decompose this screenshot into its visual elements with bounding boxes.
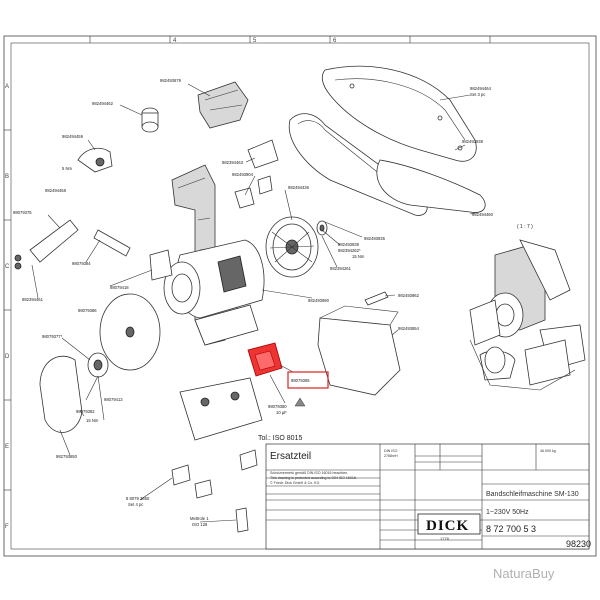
- tb-voltage: 1~230V 50Hz: [486, 509, 529, 516]
- label-982493935: 982493935: [364, 236, 386, 241]
- grid-row-c: C: [5, 264, 10, 270]
- eye-shield: [77, 147, 113, 173]
- label-98079380: 98079380: [268, 404, 287, 409]
- tb-drawing-number-short: 98230: [566, 539, 591, 549]
- label-15nm-b: 15 Nm: [86, 418, 99, 423]
- triangle-marker: [294, 397, 306, 407]
- belt-guard-edge: [334, 78, 466, 141]
- label-982494462: 982494462: [92, 101, 114, 106]
- part-labels: 982493679 982494462 982494464 Set 3 pc 9…: [13, 78, 494, 527]
- dust-tray: [317, 317, 401, 396]
- label-98079382: 98079382: [76, 409, 95, 414]
- label-8079365: 8 8079 3650: [126, 496, 150, 501]
- label-982394461: 982394461: [22, 297, 44, 302]
- label-982494458: 982494458: [45, 188, 67, 193]
- wheel-guard-cover: [39, 355, 83, 433]
- grid-row-b: B: [5, 174, 9, 180]
- grid-ticks: [4, 36, 491, 491]
- label-98079386: 98079386: [78, 308, 97, 313]
- label-982494460: 982494460: [472, 212, 494, 217]
- belt-guard-cover: [321, 65, 477, 162]
- tb-mass: 46.000 kg: [540, 449, 556, 453]
- label-982494464: 982494464: [470, 86, 492, 91]
- label-982394463: 982394463: [222, 160, 244, 165]
- exploded-view: [14, 65, 586, 533]
- label-982493854: 982493854: [398, 326, 420, 331]
- tb-note-2: This drawing is protected according to D…: [270, 476, 357, 480]
- leader-lines: [31, 83, 481, 523]
- grid-col-4: 4: [173, 38, 177, 44]
- label-mettrole: Mettrole 1: [190, 516, 209, 521]
- pin-rod: [364, 291, 389, 306]
- tb-note-3: © Friedr. Dick GmbH & Co. KG: [270, 481, 320, 485]
- cylinder-part: [141, 121, 159, 133]
- label-982494459: 982494459: [62, 134, 84, 139]
- label-982493939: 982493939: [338, 242, 360, 247]
- label-iso128: ISO 128: [192, 522, 208, 527]
- tb-machine-name: Bandschleifmaschine SM-130: [486, 491, 579, 498]
- label-98079375: 98079375: [13, 210, 32, 215]
- brand-logo: [417, 513, 481, 535]
- tb-drawing-number: 8 72 700 5 3: [486, 524, 536, 534]
- grid-row-a: A: [5, 84, 9, 90]
- idler-housing: [197, 81, 249, 129]
- spark-rod: [93, 229, 131, 257]
- tb-din-val: 2768mH: [384, 454, 398, 458]
- label-982493990: 982493990: [308, 298, 330, 303]
- mettrole-tool: [235, 507, 249, 533]
- grid-row-f: F: [5, 524, 9, 530]
- belt-arm-plate: [376, 159, 486, 213]
- label-set3: Set 3 pc: [470, 92, 485, 97]
- label-982394262: 982394262*: [338, 248, 361, 253]
- label-982494436: 982494436: [288, 185, 310, 190]
- grid-col-6: 6: [333, 38, 337, 44]
- label-98079418: 98079418: [110, 285, 129, 290]
- label-set4: Set 4 pc: [128, 502, 143, 507]
- title-block: Ersatzteil DIN ISO 2768mH Schutzvermerk …: [265, 443, 591, 550]
- outer-frame: [3, 35, 597, 557]
- label-982793650: 982793650: [56, 454, 78, 459]
- grid-col-5: 5: [253, 38, 257, 44]
- foot-3: [239, 449, 258, 471]
- label-982394261: 982394261: [330, 266, 352, 271]
- label-5nm: 5 Nm: [62, 166, 73, 171]
- highlight-box: [287, 371, 329, 389]
- label-15nm-a: 15 Nm: [352, 254, 365, 259]
- tool-rest: [29, 219, 79, 263]
- tb-din-ref: DIN ISO: [384, 449, 398, 453]
- grid-row-e: E: [5, 444, 9, 450]
- foot-1: [171, 464, 191, 486]
- label-982493679: 982493679: [160, 78, 182, 83]
- label-982493904: 982493904: [232, 172, 254, 177]
- label-982493938: 982493938: [462, 139, 484, 144]
- bracket-small: [247, 139, 279, 169]
- assembled-view: [469, 239, 586, 391]
- brand-year: 1778: [440, 536, 450, 541]
- label-98079365: 98079365: [291, 378, 310, 383]
- label-98079384: 98079384: [72, 261, 91, 266]
- foot-2: [194, 479, 213, 499]
- base-plate: [179, 377, 263, 441]
- label-98079413: 98079413: [104, 397, 123, 402]
- brand-name: DICK: [426, 518, 469, 534]
- ratio-label: ( 1 : 7 ): [517, 224, 533, 230]
- tb-heading: Ersatzteil: [270, 451, 311, 462]
- grid-row-d: D: [5, 354, 10, 360]
- tb-note-1: Schutzvermerk gemäß DIN ISO 16016 beacht…: [270, 471, 348, 475]
- label-10uf: 10 µF: [276, 410, 287, 415]
- watermark: NaturaBuy: [493, 566, 555, 581]
- label-982493962: 982493962: [398, 293, 420, 298]
- tolerance-note: Tol.: ISO 8015: [258, 435, 302, 442]
- label-98079377: 98079377*: [42, 334, 63, 339]
